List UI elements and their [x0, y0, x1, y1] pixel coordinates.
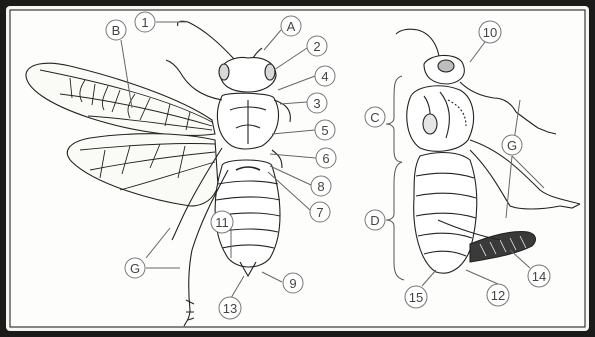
callout-D-label: D — [370, 213, 379, 228]
callout-G-left-label: G — [130, 261, 140, 276]
callout-A-label: A — [287, 19, 296, 34]
callout-15-label: 15 — [409, 290, 423, 305]
callout-G-right-label: G — [507, 138, 517, 153]
callout-11-label: 11 — [215, 215, 229, 230]
callout-G-left: G — [125, 258, 145, 278]
callout-8-label: 8 — [317, 179, 324, 194]
callout-5: 5 — [315, 120, 335, 140]
callout-11: 11 — [211, 211, 233, 233]
compound-eye-right — [265, 64, 275, 80]
callout-9-label: 9 — [289, 276, 296, 291]
callout-10-label: 10 — [483, 25, 497, 40]
callout-C-label: C — [370, 110, 379, 125]
callout-5-label: 5 — [321, 123, 328, 138]
thorax-lateral — [407, 86, 474, 151]
callout-G-right: G — [502, 135, 522, 155]
callout-C: C — [365, 107, 385, 127]
callout-12: 12 — [487, 284, 509, 306]
callout-D: D — [365, 210, 385, 230]
callout-6: 6 — [316, 148, 336, 168]
callout-3-label: 3 — [313, 96, 320, 111]
callout-3: 3 — [307, 93, 327, 113]
callout-8: 8 — [311, 176, 331, 196]
callout-13: 13 — [219, 297, 241, 319]
callout-7: 7 — [310, 202, 330, 222]
callout-9: 9 — [283, 273, 303, 293]
callout-6-label: 6 — [322, 151, 329, 166]
callout-13-label: 13 — [223, 301, 237, 316]
callout-2-label: 2 — [313, 39, 320, 54]
callout-10: 10 — [479, 21, 501, 43]
callout-4-label: 4 — [321, 69, 328, 84]
callout-1-label: 1 — [141, 15, 148, 30]
callout-B: B — [106, 20, 126, 40]
callout-4: 4 — [315, 66, 335, 86]
callout-7-label: 7 — [316, 205, 323, 220]
callout-14: 14 — [528, 265, 550, 287]
compound-eye-left — [219, 64, 229, 80]
callout-A: A — [281, 16, 301, 36]
callout-12-label: 12 — [491, 288, 505, 303]
callout-1: 1 — [135, 12, 155, 32]
callout-2: 2 — [307, 36, 327, 56]
callout-14-label: 14 — [532, 269, 546, 284]
callout-15: 15 — [405, 286, 427, 308]
callout-B-label: B — [112, 23, 121, 38]
